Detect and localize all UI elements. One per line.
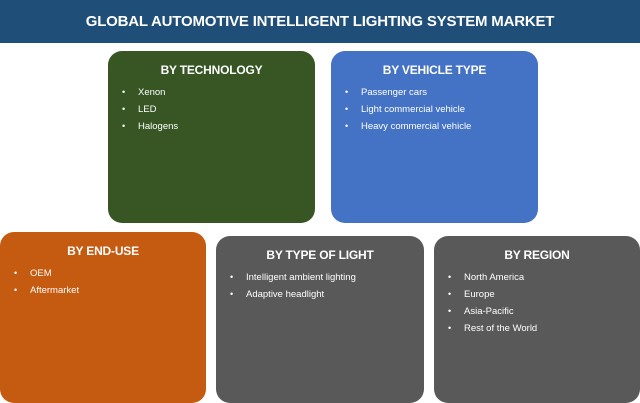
vehicle-type-box-title: BY VEHICLE TYPE (382, 63, 487, 77)
bullet-icon: • (122, 121, 126, 131)
bullet-icon: • (230, 289, 234, 299)
vehicle-type-box: BY VEHICLE TYPE • Passenger cars • Light c… (331, 51, 538, 223)
end-use-list: • OEM • Aftermarket (14, 265, 192, 299)
list-item: • OEM (14, 265, 192, 282)
bullet-icon: • (345, 104, 349, 114)
list-item: • LED (122, 101, 301, 118)
bullet-icon: • (448, 272, 452, 282)
list-item: • Heavy commercial vehicle (345, 118, 524, 135)
list-item: • Intelligent ambient lighting (230, 269, 410, 286)
region-list: • North America • Europe • Asia-Pacific • Re… (448, 269, 626, 337)
bullet-icon: • (448, 323, 452, 333)
list-item-label: Heavy commercial vehicle (361, 121, 472, 132)
technology-box-title: BY TECHNOLOGY (160, 63, 263, 77)
list-item: • Asia-Pacific (448, 303, 626, 320)
technology-list: • Xenon • LED • Halogens (122, 84, 301, 135)
bullet-icon: • (448, 306, 452, 316)
list-item: • Halogens (122, 118, 301, 135)
list-item-label: Intelligent ambient lighting (246, 272, 356, 283)
list-item: • North America (448, 269, 626, 286)
bullet-icon: • (122, 87, 126, 97)
list-item: • Aftermarket (14, 282, 192, 299)
list-item: • Rest of the World (448, 320, 626, 337)
end-use-box: BY END-USE • OEM • Aftermarket (0, 232, 206, 403)
list-item-label: Aftermarket (30, 285, 80, 296)
region-box: BY REGION • North America • Europe • Asia-P… (434, 236, 640, 403)
bullet-icon: • (448, 289, 452, 299)
header-banner: GLOBAL AUTOMOTIVE INTELLIGENT LIGHTING S… (0, 0, 640, 43)
region-box-title: BY REGION (504, 248, 570, 262)
list-item-label: OEM (30, 268, 52, 279)
list-item-label: LED (138, 104, 157, 115)
list-item-label: Passenger cars (361, 87, 428, 98)
list-item: • Passenger cars (345, 84, 524, 101)
list-item-label: Light commercial vehicle (361, 104, 466, 115)
type-of-light-box: BY TYPE OF LIGHT • Intelligent ambient li… (216, 236, 424, 403)
page-title: GLOBAL AUTOMOTIVE INTELLIGENT LIGHTING S… (85, 13, 555, 30)
list-item-label: Europe (464, 289, 495, 300)
end-use-box-title: BY END-USE (67, 244, 139, 258)
list-item-label: North America (464, 272, 525, 283)
type-of-light-list: • Intelligent ambient lighting • Adaptive … (230, 269, 410, 303)
bullet-icon: • (345, 121, 349, 131)
list-item: • Xenon (122, 84, 301, 101)
list-item: • Adaptive headlight (230, 286, 410, 303)
vehicle-type-list: • Passenger cars • Light commercial vehicl… (345, 84, 524, 135)
list-item-label: Xenon (138, 87, 166, 98)
list-item-label: Adaptive headlight (246, 289, 325, 300)
bullet-icon: • (345, 87, 349, 97)
type-of-light-box-title: BY TYPE OF LIGHT (266, 248, 374, 262)
list-item: • Light commercial vehicle (345, 101, 524, 118)
bullet-icon: • (14, 285, 18, 295)
list-item-label: Asia-Pacific (464, 306, 514, 317)
list-item: • Europe (448, 286, 626, 303)
bullet-icon: • (230, 272, 234, 282)
bullet-icon: • (122, 104, 126, 114)
list-item-label: Halogens (138, 121, 179, 132)
bullet-icon: • (14, 268, 18, 278)
technology-box: BY TECHNOLOGY • Xenon • LED • Halogens (108, 51, 315, 223)
list-item-label: Rest of the World (464, 323, 538, 334)
